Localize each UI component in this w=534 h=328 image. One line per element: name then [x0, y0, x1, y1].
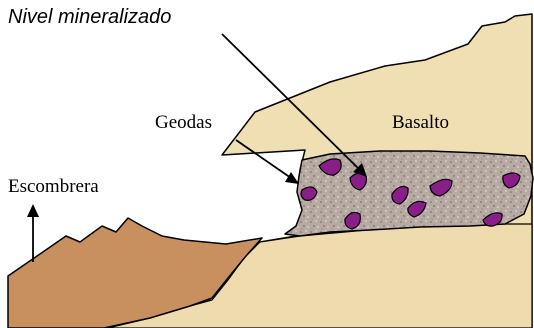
- arrow-spoil-head: [27, 204, 39, 217]
- label-basalt: Basalto: [392, 112, 449, 133]
- label-geodes: Geodas: [155, 112, 212, 133]
- arrow-geodes-head: [285, 172, 299, 184]
- label-mineralized: Nivel mineralizado: [8, 6, 171, 28]
- label-spoil: Escombrera: [8, 176, 99, 197]
